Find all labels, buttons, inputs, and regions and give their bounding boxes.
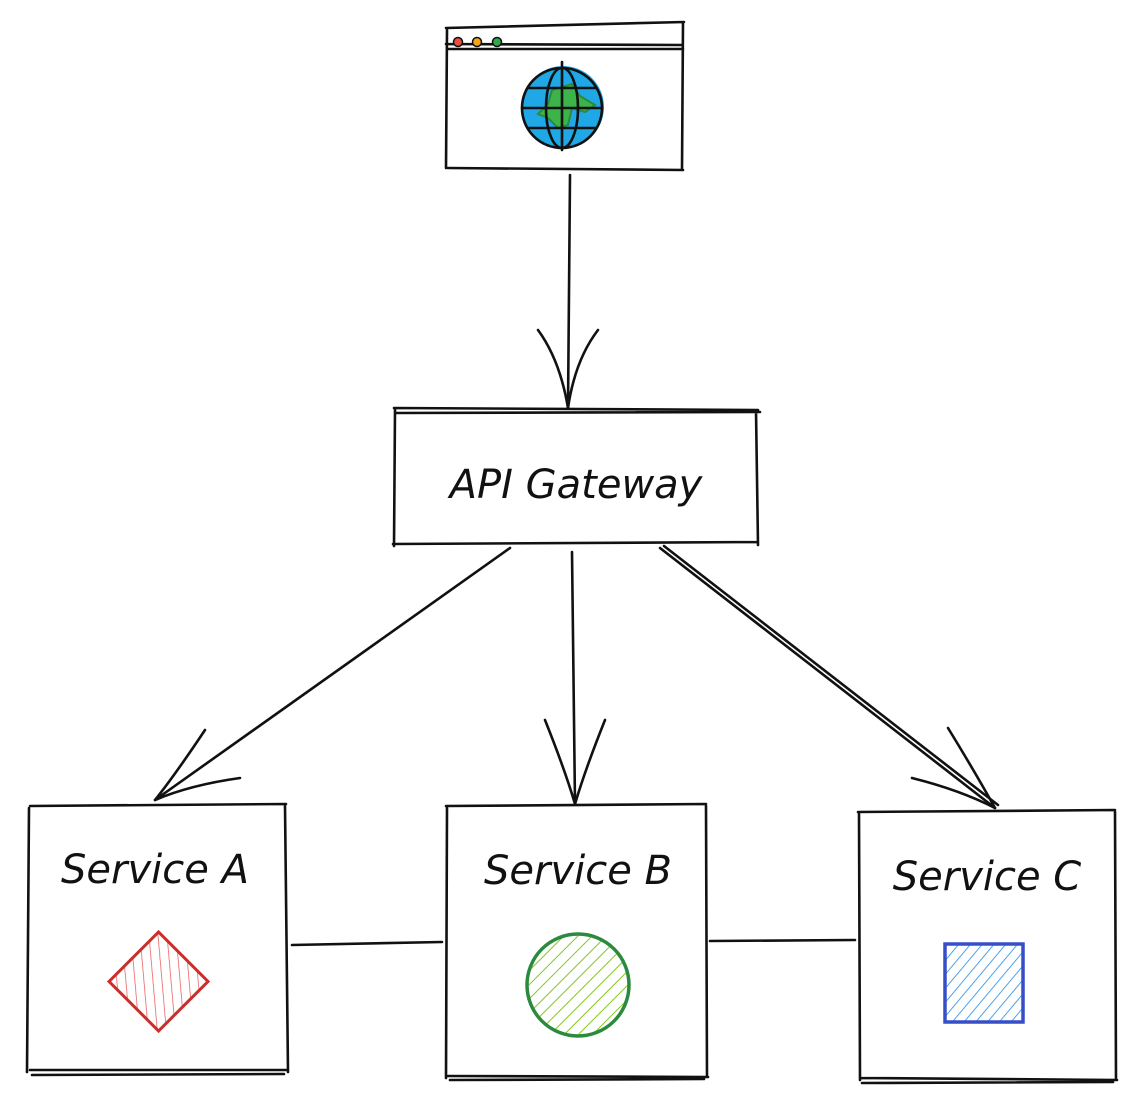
edge-gateway-service-a [153, 546, 512, 802]
service-b-label: Service B [484, 848, 672, 894]
api-gateway-node[interactable]: API Gateway [391, 406, 762, 548]
window-maximize-dot [491, 36, 503, 48]
window-close-dot [452, 36, 464, 48]
edge-gateway-service-c [658, 544, 1000, 810]
edge-service-b-c [708, 938, 857, 943]
blue-square-icon [943, 942, 1025, 1024]
client-browser-node[interactable] [444, 20, 686, 172]
edge-gateway-service-b [543, 550, 607, 806]
green-circle-icon [525, 932, 631, 1038]
service-a-label: Service A [61, 847, 249, 893]
edge-service-a-b [290, 940, 444, 947]
service-c-node[interactable]: Service C [856, 808, 1119, 1085]
service-a-node[interactable]: Service A [25, 802, 290, 1077]
red-diamond-icon [106, 929, 211, 1034]
service-c-label: Service C [893, 854, 1082, 900]
api-gateway-label: API Gateway [447, 462, 704, 508]
globe-icon [520, 60, 604, 152]
edge-client-gateway [536, 173, 600, 410]
window-minimize-dot [471, 36, 483, 48]
service-b-node[interactable]: Service B [444, 802, 710, 1082]
